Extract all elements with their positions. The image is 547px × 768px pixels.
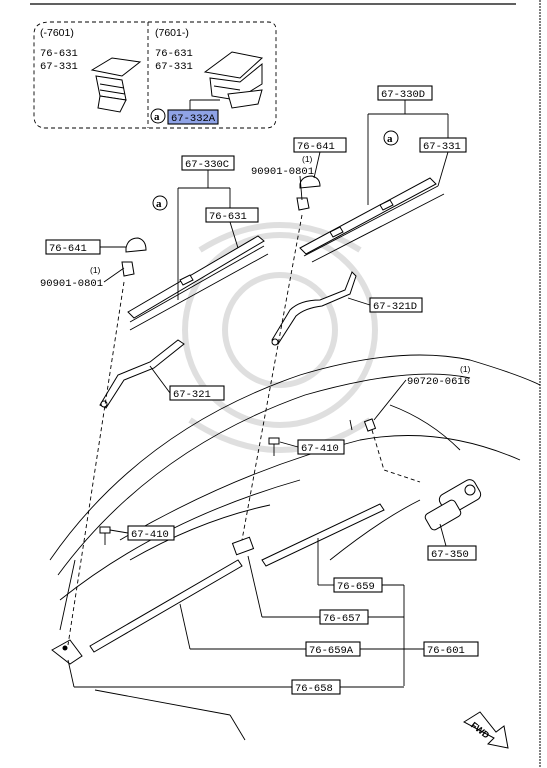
label-blade-left[interactable]: 76-631 [205, 207, 259, 223]
highlighted-part-label[interactable]: 67-332A [167, 109, 219, 125]
bolt-upper [268, 437, 280, 456]
label-nut-right[interactable]: 90901-0801 [251, 166, 314, 178]
wiper-blade-right [299, 177, 445, 263]
page-frame [30, 0, 541, 768]
label-pivot-b[interactable]: 76-658 [291, 679, 341, 695]
svg-text:76-659A: 76-659A [309, 645, 354, 657]
label-cap-right[interactable]: 76-641 [293, 137, 347, 153]
nut-left [121, 261, 135, 277]
cap-right [299, 175, 321, 189]
qty-nut-right: (1) [302, 154, 313, 164]
qty-nut-left: (1) [90, 265, 101, 275]
svg-text:67-321: 67-321 [173, 389, 211, 401]
wiper-arm-left [99, 339, 185, 409]
svg-text:76-641: 76-641 [297, 141, 335, 153]
svg-text:67-410: 67-410 [301, 443, 339, 455]
svg-text:a: a [154, 111, 160, 123]
qty-bolt-motor: (1) [460, 364, 471, 374]
nut-right [296, 197, 310, 211]
inset-left-title: (-7601) [40, 27, 74, 39]
svg-text:76-657: 76-657 [323, 613, 361, 625]
svg-text:67-331: 67-331 [423, 141, 461, 153]
inset-right-part-2: 67-331 [155, 61, 193, 73]
label-motor[interactable]: 67-350 [427, 545, 477, 561]
watermark-emblem [182, 222, 378, 453]
callout-a-left: a [152, 195, 168, 211]
cap-left [125, 237, 147, 253]
label-bolt-lower[interactable]: 67-410 [127, 525, 175, 541]
inset-box: (-7601) (7601-) 76-631 67-331 76-631 67-… [33, 21, 277, 129]
inset-callout-a: a [150, 108, 166, 124]
svg-text:76-658: 76-658 [295, 683, 333, 695]
label-blade-assy-left[interactable]: 67-330C [181, 155, 235, 171]
inset-right-refill-drawing [203, 51, 264, 109]
label-cap-left[interactable]: 76-641 [45, 239, 101, 255]
wiper-blade-left [127, 235, 269, 331]
wiper-arm-right [271, 271, 357, 346]
linkage-rods [51, 503, 385, 665]
svg-text:67-410: 67-410 [131, 529, 169, 541]
svg-text:76-641: 76-641 [49, 243, 87, 255]
bolt-lower [99, 526, 111, 545]
label-link-a[interactable]: 76-659 [333, 577, 383, 593]
label-pivot-a[interactable]: 76-657 [319, 609, 369, 625]
svg-text:76-659: 76-659 [337, 581, 375, 593]
inset-left-part-2: 67-331 [40, 61, 78, 73]
svg-text:76-601: 76-601 [427, 645, 465, 657]
label-blade-assy-right[interactable]: 67-330D [377, 85, 433, 101]
shaft-dashed-lines [67, 214, 421, 646]
label-bolt-upper[interactable]: 67-410 [297, 439, 345, 455]
label-arm-right[interactable]: 67-321D [369, 297, 423, 313]
label-arm-left[interactable]: 67-321 [169, 385, 225, 401]
vehicle-body-outline [49, 354, 541, 741]
callout-a-right: a [383, 130, 399, 146]
wiper-motor [424, 479, 482, 531]
svg-text:67-350: 67-350 [431, 549, 469, 561]
svg-text:a: a [387, 133, 393, 145]
bolt-motor [363, 418, 377, 432]
inset-right-title: (7601-) [155, 27, 189, 39]
inset-left-part-1: 76-631 [40, 48, 78, 60]
svg-text:67-330D: 67-330D [381, 89, 425, 101]
svg-text:a: a [156, 198, 162, 210]
inset-right-part-1: 76-631 [155, 48, 193, 60]
highlighted-part-number: 67-332A [171, 113, 216, 125]
inset-left-refill-drawing [90, 57, 142, 113]
label-link-b[interactable]: 76-659A [305, 641, 361, 657]
label-bolt-motor[interactable]: 90720-0616 [407, 376, 470, 388]
label-linkage-assy[interactable]: 76-601 [423, 641, 479, 657]
svg-text:67-321D: 67-321D [373, 301, 417, 313]
svg-text:67-330C: 67-330C [185, 159, 229, 171]
svg-text:76-631: 76-631 [209, 211, 247, 223]
label-nut-left[interactable]: 90901-0801 [40, 278, 103, 290]
fwd-direction-arrow: FWD [463, 711, 509, 749]
label-blade-right[interactable]: 67-331 [419, 137, 467, 153]
